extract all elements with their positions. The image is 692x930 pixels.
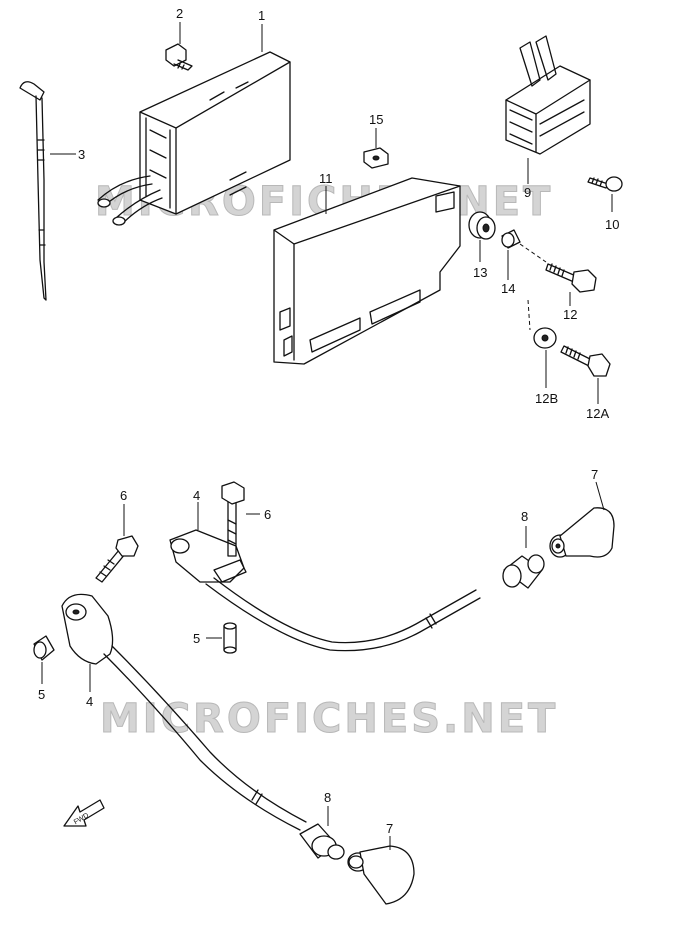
part-8-cap-bottom: [299, 823, 345, 860]
part-3-cable-tie: [19, 81, 47, 301]
callout-10: 10: [605, 217, 619, 232]
part-12b-washer: [533, 327, 557, 349]
part-15-clip: [363, 147, 389, 169]
callout-6-left: 6: [120, 488, 127, 503]
part-9-rectifier: [505, 35, 591, 155]
part-8-cap-right: [502, 554, 545, 589]
callout-4-left: 4: [86, 694, 93, 709]
callout-12b: 12B: [535, 391, 558, 406]
callout-6-center: 6: [264, 507, 271, 522]
callout-8-right: 8: [521, 509, 528, 524]
callout-7-bottom: 7: [386, 821, 393, 836]
watermark-bottom: MICROFICHES.NET: [100, 696, 558, 742]
callout-14: 14: [501, 281, 515, 296]
part-14-collar: [501, 229, 521, 249]
part-12-bolt: [545, 263, 597, 293]
part-12a-bolt: [560, 345, 611, 377]
part-7-plug-cap-bottom: [347, 845, 415, 905]
callout-11: 11: [319, 171, 333, 186]
part-6-bolt-left: [95, 535, 139, 583]
part-5-collar-center: [223, 622, 237, 654]
callout-2: 2: [176, 6, 183, 21]
callout-12a: 12A: [586, 406, 609, 421]
callout-1: 1: [258, 8, 265, 23]
callout-5-center: 5: [193, 631, 200, 646]
fwd-arrow-icon: FWD: [63, 799, 105, 827]
callout-5-left: 5: [38, 687, 45, 702]
callout-8-bottom: 8: [324, 790, 331, 805]
callout-4-center: 4: [193, 488, 200, 503]
part-6-bolt-center: [221, 481, 245, 557]
callout-3: 3: [78, 147, 85, 162]
part-2-bolt: [165, 43, 193, 71]
callout-9: 9: [524, 185, 531, 200]
part-10-screw: [587, 176, 623, 192]
part-7-plug-cap-right: [549, 507, 615, 558]
part-1-control-unit: [97, 51, 291, 226]
part-13-grommet: [468, 211, 496, 240]
part-5-collar-left: [33, 635, 55, 661]
part-4-coil-left: [61, 593, 307, 831]
callout-12: 12: [563, 307, 577, 322]
part-11-ignition-module: [273, 177, 461, 365]
part-4-coil-center: [169, 529, 481, 652]
callout-13: 13: [473, 265, 487, 280]
callout-15: 15: [369, 112, 383, 127]
callout-7-right: 7: [591, 467, 598, 482]
